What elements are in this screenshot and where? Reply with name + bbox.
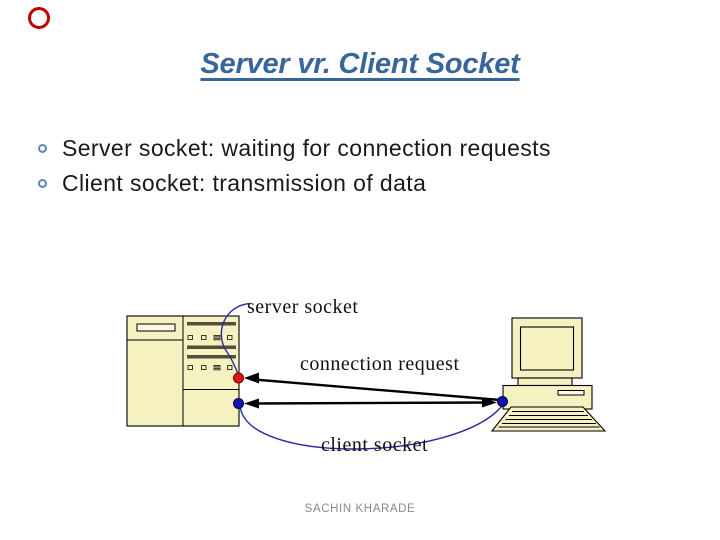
server-drive-slot — [136, 323, 176, 332]
bullet-text: Server socket: waiting for connection re… — [62, 135, 551, 161]
server-socket-dot — [233, 372, 244, 384]
client-drive-slot — [557, 390, 585, 396]
server-computer-graphic — [126, 315, 240, 427]
data-connection-arrow — [244, 397, 497, 409]
server-vent-bars — [187, 322, 236, 359]
red-circle-annotation — [28, 7, 50, 29]
label-server-socket: server socket — [247, 296, 359, 318]
bullet-circle-icon — [38, 179, 47, 188]
server-connection-dot — [233, 398, 244, 409]
client-monitor-stand — [517, 377, 573, 387]
client-monitor-screen — [519, 326, 575, 371]
bullet-list: Server socket: waiting for connection re… — [38, 131, 678, 201]
server-button-row — [187, 335, 233, 341]
server-button-row — [187, 365, 233, 371]
bullet-text: Client socket: transmission of data — [62, 170, 427, 196]
client-system-unit — [502, 384, 593, 410]
bullet-circle-icon — [38, 144, 47, 153]
bullet-item: Server socket: waiting for connection re… — [38, 131, 678, 166]
bullet-item: Client socket: transmission of data — [38, 166, 678, 201]
slide-title: Server vr. Client Socket — [200, 48, 520, 80]
label-connection-request: connection request — [300, 353, 460, 375]
client-computer-graphic — [490, 317, 607, 432]
connection-request-arrow — [244, 372, 501, 402]
client-keyboard-keys — [498, 411, 600, 428]
footer-author: SACHIN KHARADE — [304, 503, 416, 515]
client-socket-dot — [497, 396, 508, 407]
client-socket-callout-curve — [239, 404, 503, 450]
label-client-socket: client socket — [321, 434, 429, 456]
server-socket-callout-curve — [220, 302, 251, 375]
